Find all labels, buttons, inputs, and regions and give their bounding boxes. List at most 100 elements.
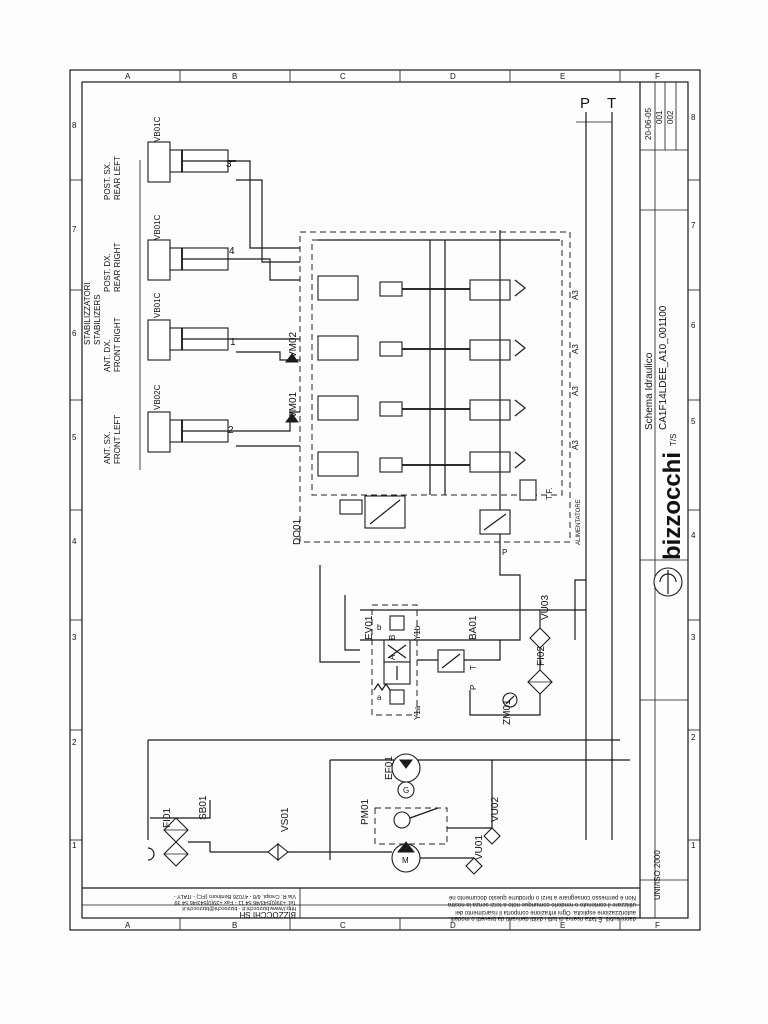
check-valve-icon (529, 627, 551, 649)
leg-valve-label: VB01C (153, 292, 162, 318)
legal-block: Non è permesso consegnare a terzi o ripr… (82, 887, 640, 922)
vs01-label: VS01 (280, 807, 291, 832)
ba01-port-t: T (469, 665, 478, 670)
distributor-block-outline (299, 231, 571, 543)
grid-letter: E (560, 72, 565, 81)
leg-label-en: FRONT LEFT (113, 415, 122, 464)
revision-number-2: 002 (666, 110, 675, 124)
section-label: A3 (571, 386, 580, 396)
leg-number: 1 (230, 337, 236, 348)
grid-letter: F (655, 72, 660, 81)
grid-letter: F (655, 921, 660, 930)
grid-number: 5 (691, 417, 696, 426)
leg-number: 2 (228, 425, 234, 436)
hand-pump-frame (374, 807, 448, 845)
leg-label-en: FRONT RIGHT (113, 317, 122, 372)
title-block: 20-06-05 001 002 Schema Idraulico CA1F14… (639, 82, 688, 918)
pump-area: G EF01 PM01 M VU01 VU02 VS01 FI01 SB01 (147, 739, 630, 875)
grid-letter: B (232, 72, 237, 81)
grid-numbers-right: 8 7 6 5 4 3 2 1 (691, 113, 696, 850)
check-valve-icon (285, 353, 299, 363)
company-logo-text: bizzocchi (659, 452, 686, 560)
company-name: BIZZOCCHI SH (239, 910, 296, 919)
leg-valve-label: VB01C (153, 116, 162, 142)
valve-section-1: A3 (317, 275, 580, 301)
check-valve-icon (285, 413, 299, 423)
port-b-low-label: b (377, 623, 382, 632)
company-suffix: T/S (669, 434, 678, 446)
frame-ticks (70, 70, 700, 930)
motor-m-label: M (402, 856, 409, 865)
revision-date: 20-06-05 (644, 107, 653, 140)
port-p-label: P (502, 548, 507, 557)
zm01-gauge: ZM01 (502, 692, 518, 725)
company-phone: Tel. +39(0)543/46 54 11 - Fax +39(0)543/… (174, 899, 296, 905)
document-title: Schema Idraulico (644, 352, 655, 430)
valve-section-3: A3 (317, 386, 580, 421)
grid-letter: C (340, 72, 346, 81)
valve-section-2: A3 (317, 335, 580, 361)
grid-letter: C (340, 921, 346, 930)
y1b-label: Y1b (413, 625, 422, 640)
check-valve-icon (465, 857, 483, 875)
grid-letters-top: A B C D E F (125, 72, 660, 81)
legal-line-4: danni subiti. È fatta riserva di tutti i… (449, 915, 636, 922)
grid-number: 6 (72, 329, 77, 338)
section-label: A3 (571, 290, 580, 300)
alimentatore-label: ALIMENTATORE (576, 499, 582, 545)
valve-section-4: A3 (317, 440, 580, 477)
shutoff-valve-icon (267, 842, 279, 862)
relief-valve-icon (519, 479, 537, 501)
leg-valve-label: VB01C (153, 214, 162, 240)
legal-line-1: Non è permesso consegnare a terzi o ripr… (448, 894, 636, 900)
main-pipes (319, 560, 586, 663)
outer-frame (69, 69, 701, 931)
pm01-label: PM01 (360, 798, 371, 825)
vu01-label: VU01 (474, 835, 485, 860)
company-web: http://www.bizzocchi.it - bizzocchi@bizz… (182, 905, 296, 911)
document-code: CA1F14LDEE_A10_001100 (658, 305, 669, 430)
vm01-label: VM01 (288, 391, 299, 418)
ba01-unit: BA01 T P (417, 615, 501, 690)
ba01-label: BA01 (468, 615, 479, 640)
port-a-label: A (388, 654, 397, 660)
grid-number: 2 (691, 733, 696, 742)
section-label: A3 (571, 344, 580, 354)
grid-number: 3 (691, 633, 696, 642)
inner-frame (81, 81, 689, 919)
vm02-label: VM02 (288, 331, 299, 358)
tank-icon (147, 847, 155, 861)
vu03-label: VU03 (540, 595, 551, 620)
pilot-check-valve-icon (147, 319, 171, 361)
stabilizers-title-en: STABILIZERS (93, 294, 102, 345)
grid-number: 6 (691, 321, 696, 330)
pilot-check-valve-icon (147, 411, 171, 453)
grid-number: 8 (691, 113, 696, 122)
tf-label: T.F. (545, 488, 554, 500)
grid-number: 4 (691, 531, 696, 540)
company-address: Via R. Crespi, 6/8 - 47026 Bertinoro (FC… (174, 893, 296, 899)
legal-line-2: utilizzare il contenuto o renderlo comun… (447, 901, 636, 907)
grid-number: 3 (72, 633, 77, 642)
grid-letter: D (450, 72, 456, 81)
pilot-check-valve-icon (147, 141, 171, 183)
vu02-label: VU02 (490, 797, 501, 822)
filter-icon (339, 499, 363, 515)
grid-number: 7 (72, 225, 77, 234)
leg-number: 4 (229, 246, 235, 257)
y1a-label: Y1a (413, 705, 422, 720)
ev01-valve: EV01 Y1a Y1b a b A B (364, 604, 422, 720)
leg-label-en: REAR LEFT (113, 156, 122, 200)
grid-numbers-left: 8 7 6 5 4 3 2 1 (72, 121, 77, 850)
leg-valve-label: VB02C (153, 384, 162, 410)
leg-label-it: POST. SX. (103, 162, 112, 200)
stabilizers-title-it: STABILIZZATORI (83, 282, 92, 345)
spring-icon (373, 682, 391, 692)
distributor-block: DO01 A3 A3 A3 (292, 230, 582, 560)
grid-number: 2 (72, 738, 77, 747)
leg-label-it: ANT. DX. (103, 339, 112, 372)
port-a-low-label: a (377, 693, 382, 702)
grid-number: 7 (691, 221, 696, 230)
